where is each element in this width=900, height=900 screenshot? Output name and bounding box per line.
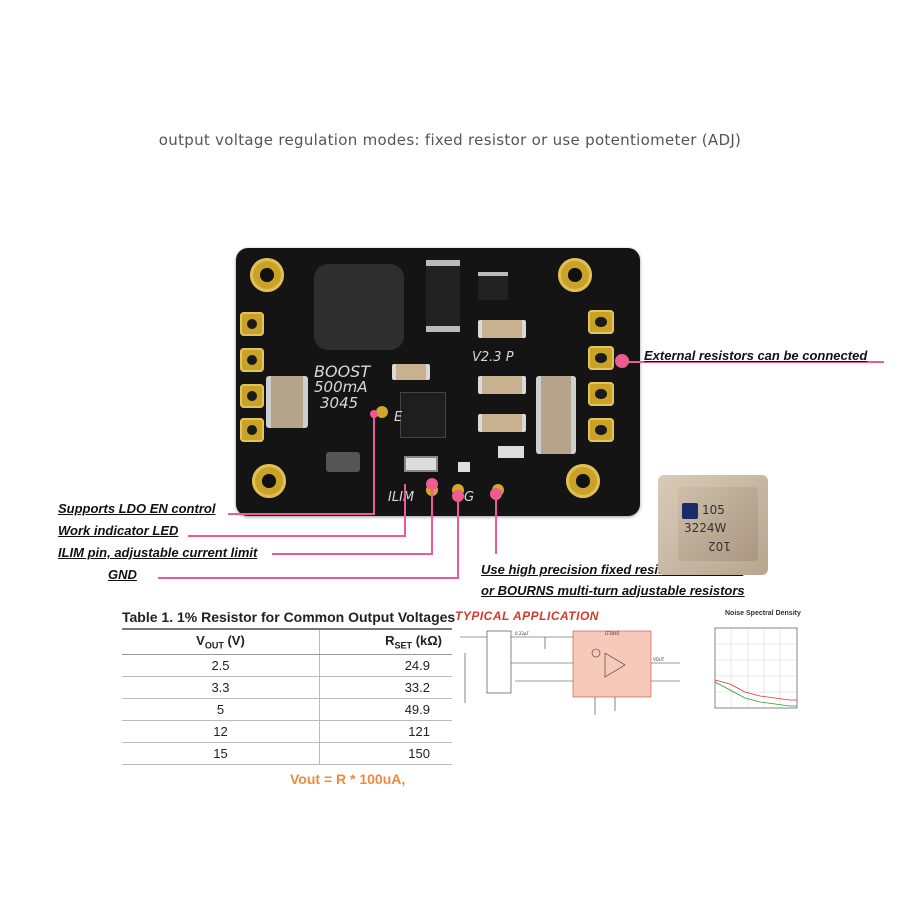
- header-rset: RSET (kΩ): [319, 627, 452, 655]
- vout-formula: Vout = R * 100uA,: [290, 771, 406, 787]
- transistor: [478, 272, 508, 300]
- mount-hole-bottom-left: [252, 464, 286, 498]
- svg-text:0.22µF: 0.22µF: [515, 631, 529, 636]
- left-pad-2: [240, 348, 264, 372]
- external-leader-line: [622, 361, 884, 363]
- svg-text:VOUT: VOUT: [653, 657, 665, 662]
- gnd-leader-horizontal: [158, 577, 459, 579]
- right-pad-3: [588, 382, 614, 406]
- mount-hole-top-right: [558, 258, 592, 292]
- noise-spectral-density-chart: [714, 627, 798, 709]
- gnd-marker-dot: [452, 490, 464, 502]
- pot-line3: 102: [708, 539, 731, 553]
- annotation-led: Work indicator LED: [58, 523, 179, 538]
- regulator-ic: [400, 392, 446, 438]
- adj-marker-dot: [490, 488, 502, 500]
- vout-cell: 12: [122, 720, 320, 743]
- rset-cell: 121: [319, 720, 452, 743]
- annotation-precision-2: or BOURNS multi-turn adjustable resistor…: [481, 583, 745, 598]
- annotation-external: External resistors can be connected: [644, 348, 868, 363]
- vout-cell: 2.5: [122, 654, 320, 677]
- right-pad-2: [588, 346, 614, 370]
- silk-version: V2.3 P: [472, 350, 514, 365]
- capacitor-c4: [392, 364, 430, 380]
- svg-text:LT3045: LT3045: [605, 631, 620, 636]
- page-title: output voltage regulation modes: fixed r…: [158, 131, 742, 149]
- capacitor-large-left: [266, 376, 308, 428]
- capacitor-c1: [478, 320, 526, 338]
- inductor: [314, 264, 404, 350]
- silk-g: G: [464, 490, 475, 505]
- annotation-gnd: GND: [108, 567, 137, 582]
- rset-cell: 33.2: [319, 676, 452, 699]
- typical-application-schematic: 0.22µF VOUT LT3045: [460, 630, 680, 715]
- header-vout: VOUT (V): [122, 627, 320, 655]
- annotation-ldo-en: Supports LDO EN control: [58, 501, 216, 516]
- rset-cell: 49.9: [319, 698, 452, 721]
- adj-leader-vertical: [495, 496, 497, 554]
- led-leader-horizontal: [188, 535, 406, 537]
- rset-cell: 24.9: [319, 654, 452, 677]
- pot-line2: 3224W: [684, 521, 727, 535]
- ilim-marker-dot: [426, 478, 438, 490]
- left-pad-3: [240, 384, 264, 408]
- capacitor-c2: [478, 376, 526, 394]
- small-component: [326, 452, 360, 472]
- silk-model: 3045: [320, 394, 359, 412]
- pot-line1: 105: [702, 503, 725, 517]
- mount-hole-bottom-right: [566, 464, 600, 498]
- resistor-r3: [498, 446, 524, 458]
- en-pin-dot: [376, 406, 388, 418]
- right-pad-1: [588, 310, 614, 334]
- en-leader-vertical: [373, 414, 375, 514]
- gnd-leader-vertical: [457, 498, 459, 578]
- annotation-ilim: ILIM pin, adjustable current limit: [58, 545, 258, 560]
- capacitor-c3: [478, 414, 526, 432]
- en-leader-horizontal: [228, 513, 375, 515]
- left-pad-1: [240, 312, 264, 336]
- capacitor-large-right: [536, 376, 576, 454]
- ilim-leader-vertical: [431, 486, 433, 554]
- bourns-potentiometer: 105 3224W 102: [658, 475, 768, 575]
- resistor-r2: [458, 462, 470, 472]
- resistor-r1: [404, 456, 438, 472]
- left-pad-4: [240, 418, 264, 442]
- silk-ilim: ILIM: [388, 490, 415, 505]
- rset-cell: 150: [319, 742, 452, 765]
- pcb-board: BOOST 500mA 3045 V2.3 P E ILIM G: [236, 248, 640, 516]
- mount-hole-top-left: [250, 258, 284, 292]
- right-pad-4: [588, 418, 614, 442]
- vout-cell: 3.3: [122, 676, 320, 699]
- vout-cell: 15: [122, 742, 320, 765]
- typical-application-title: TYPICAL APPLICATION: [455, 609, 599, 623]
- vout-cell: 5: [122, 698, 320, 721]
- table-title: Table 1. 1% Resistor for Common Output V…: [122, 609, 456, 625]
- silk-current: 500mA: [314, 378, 368, 396]
- bourns-logo-icon: [682, 503, 698, 519]
- ilim-leader-horizontal: [272, 553, 433, 555]
- diode: [426, 260, 460, 332]
- silk-boost: BOOST: [314, 362, 371, 381]
- noise-chart-title: Noise Spectral Density: [725, 610, 801, 617]
- silk-e: E: [394, 410, 403, 425]
- led-leader-vertical: [404, 484, 406, 536]
